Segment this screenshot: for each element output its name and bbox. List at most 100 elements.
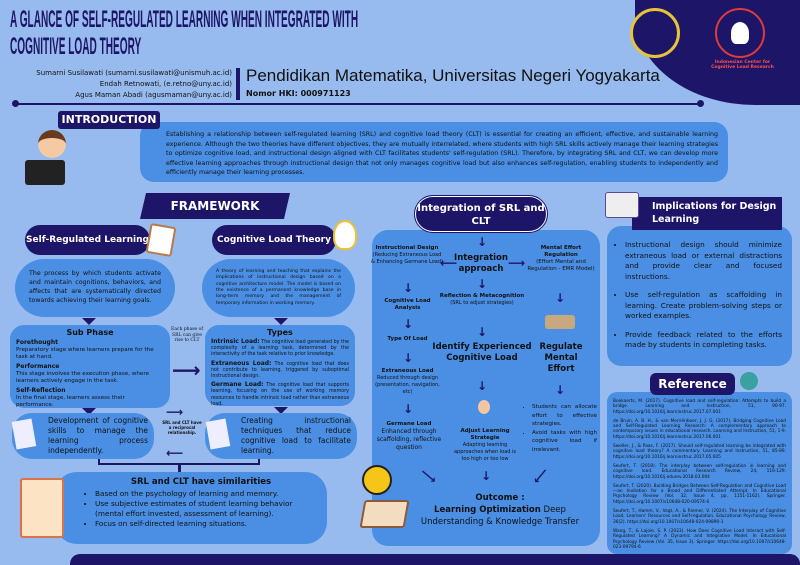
institution: Pendidikan Matematika, Universitas Neger… xyxy=(246,66,660,85)
uny-logo xyxy=(630,8,680,58)
rule-dot xyxy=(697,100,704,107)
cognitive-load-analysis: Cognitive Load Analysis xyxy=(380,298,435,312)
lightbulb-check-icon xyxy=(362,465,392,495)
sublabel: (Effort Mental and Regulation - EMR Mode… xyxy=(527,259,595,272)
outcome: Outcome : Learning Optimization Deep Und… xyxy=(415,492,585,528)
framework-heading: FRAMEWORK xyxy=(140,193,290,219)
down-arrow-icon: ↓ xyxy=(477,325,488,339)
implications-box: Instructional design should minimize ext… xyxy=(607,226,792,366)
references-title: Reference xyxy=(650,373,735,395)
sublabel: (Reducing Extraneous Load & Enhancing Ge… xyxy=(371,252,443,265)
books-icon xyxy=(359,500,410,528)
left-arrow-icon: ⟵ xyxy=(440,256,458,270)
stressed-student-icon xyxy=(545,315,575,329)
types-title: Types xyxy=(267,328,293,337)
srl-desc-text: The process by which students activate a… xyxy=(29,270,161,304)
authors: Sumarni Susilawati (sumarni.susilawati@u… xyxy=(0,68,232,101)
implications-title: Implications for Design Learning xyxy=(632,197,782,230)
outcome-text: Deep Understanding & Knowledge Transfer xyxy=(420,505,580,527)
implication-item: Provide feedback related to the efforts … xyxy=(625,330,782,351)
integration-approach: Integration approach xyxy=(454,253,508,274)
brain-bulb-icon xyxy=(333,220,357,250)
mental-effort-regulation: Mental Effort Regulation(Effort Mental a… xyxy=(525,245,597,273)
right-arrow-icon: ⟶ xyxy=(172,358,201,382)
reference-item: Seufert, T. (2018). The interplay betwee… xyxy=(613,463,786,480)
author: Sumarni Susilawati (sumarni.susilawati@u… xyxy=(36,69,232,77)
integration-box xyxy=(372,230,600,546)
checklist-brain-icon xyxy=(20,478,64,538)
similarity-item: Use subjective estimates of student lear… xyxy=(95,499,317,519)
label: Mental Effort Regulation xyxy=(540,245,582,258)
down-arrow xyxy=(82,408,96,415)
similarity-item: Based on the psychology of learning and … xyxy=(95,489,317,499)
identify-load: Identify Experienced Cognitive Load xyxy=(432,342,532,363)
type-name: Extraneous Load: xyxy=(211,359,272,367)
iccl-caption: Indonesian Center for Cognitive Load Res… xyxy=(711,60,774,70)
reference-item: Sweller, J., & Paas, F. (2017). Should s… xyxy=(613,444,786,460)
type-name: Germane Load: xyxy=(211,381,264,389)
implication-item: Use self-regulation as scaffolding in le… xyxy=(625,290,782,322)
types-box: Types Intrinsic Load: The cognitive load… xyxy=(205,325,355,407)
phase-text: This stage involves the execution phase,… xyxy=(16,371,149,384)
phase-name: Forethought xyxy=(16,339,58,346)
bottom-splash xyxy=(70,554,800,565)
effort-list: Students can allocate effort to effectiv… xyxy=(522,403,597,454)
type-name: Intrinsic Load: xyxy=(211,338,260,345)
phase-text: In the final stage, learners assess thei… xyxy=(16,395,125,408)
down-arrow-icon: ↓ xyxy=(403,351,414,365)
reflection-metacognition: Reflection & Metacognition(SRL to adjust… xyxy=(437,293,527,307)
reciprocal-note: SRL and CLT have a reciprocal relationsh… xyxy=(162,420,202,435)
down-arrow xyxy=(274,318,288,325)
down-arrow-icon: ↓ xyxy=(555,383,566,397)
globe-icon xyxy=(740,372,758,390)
poster-title: A GLANCE OF SELF-REGULATED LEARNING WHEN… xyxy=(10,6,359,60)
effort-item: Avoid tasks with high cognitive load if … xyxy=(532,429,597,455)
type-text: The cognitive load generated by the comp… xyxy=(211,340,349,358)
label: Type Of Load xyxy=(387,336,428,342)
implication-item: Instructional design should minimize ext… xyxy=(625,240,782,282)
down-arrow-icon: ↓ xyxy=(403,402,414,416)
author: Endah Retnowati, (e.retno@uny.ac.id) xyxy=(99,80,232,88)
connector xyxy=(178,465,181,473)
effort-item: Students can allocate effort to effectiv… xyxy=(532,403,597,429)
similarities-title: SRL and CLT have similarities xyxy=(130,477,272,487)
sublabel: Reduced through design (presentation, na… xyxy=(375,375,440,395)
intro-heading: INTRODUCTION xyxy=(58,111,160,129)
link-note: Each phase of SRL can give rise to CLT xyxy=(170,327,204,343)
sublabel: Enhanced through scaffolding, reflective… xyxy=(376,428,442,451)
student-icon xyxy=(478,400,490,414)
down-arrow-icon: ↓ xyxy=(481,469,492,483)
label: Adjust Learning Strategie xyxy=(460,428,510,441)
connector xyxy=(98,459,260,465)
down-arrow-icon: ↓ xyxy=(477,277,488,291)
reference-item: Seufert, T. (2020). Building Bridges Bet… xyxy=(613,483,786,505)
header-rule xyxy=(15,103,700,105)
srl-description: The process by which students activate a… xyxy=(15,259,175,317)
srl-header: Self-Regulated Learning xyxy=(25,225,150,255)
srl-outcome-text: Development of cognitive skills to manag… xyxy=(48,416,148,455)
label: Extraneous Load xyxy=(381,368,434,374)
integration-title: Integration of SRL and CLT xyxy=(414,195,548,233)
reference-item: Wang, T., & Lajoie, S. P. (2023). How Do… xyxy=(613,528,786,550)
reciprocal-arrow-icon: ⟶ xyxy=(166,405,184,419)
label: Reflection & Metacognition xyxy=(439,293,525,299)
label: Cognitive Load Analysis xyxy=(384,298,431,311)
sublabel: Adapting learning approaches when load i… xyxy=(453,442,517,462)
book-bulb-icon xyxy=(605,192,639,218)
down-arrow xyxy=(274,407,288,414)
similarities-box: SRL and CLT have similarities Based on t… xyxy=(55,472,327,544)
type-text: The cognitive load that supports learnin… xyxy=(211,383,350,407)
clt-outcome-text: Creating instructional techniques that r… xyxy=(241,416,351,455)
down-arrow xyxy=(82,318,96,325)
down-arrow-icon: ↓ xyxy=(403,281,414,295)
down-arrow-icon: ↓ xyxy=(477,379,488,393)
clt-desc-text: A theory of learning and teaching that e… xyxy=(216,268,341,306)
iccl-logo xyxy=(715,8,765,58)
divider xyxy=(236,68,240,100)
intro-text: Establishing a relationship between self… xyxy=(166,131,718,176)
reference-item: Boekaerts, M. (2017). Cognitive load and… xyxy=(613,399,786,415)
phase-text: Preparatory stage where learners prepare… xyxy=(16,347,154,360)
